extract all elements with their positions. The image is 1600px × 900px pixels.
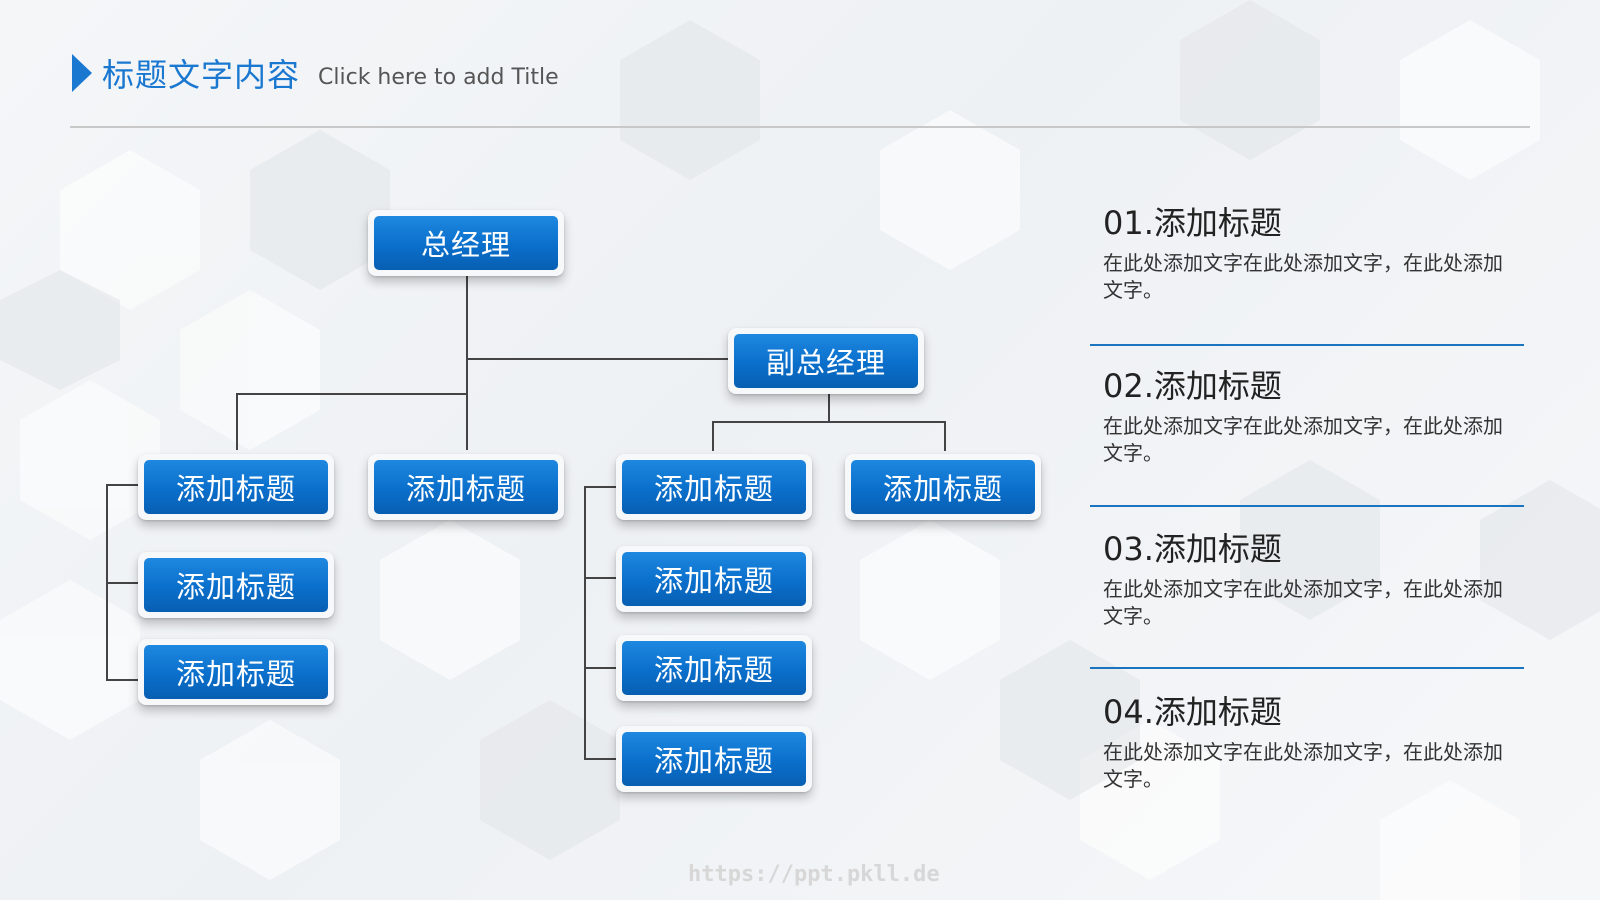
node-branch-c-child[interactable]: 添加标题 — [616, 726, 812, 792]
info-item-title[interactable]: 01.添加标题 — [1103, 204, 1282, 242]
info-separator — [1090, 344, 1524, 346]
connector-line — [466, 274, 468, 450]
node-branch-d[interactable]: 添加标题 — [845, 454, 1041, 520]
node-branch-c-head[interactable]: 添加标题 — [616, 454, 812, 520]
info-item-title[interactable]: 04.添加标题 — [1103, 693, 1282, 731]
connector-line — [584, 486, 586, 760]
node-branch-a-head[interactable]: 添加标题 — [138, 454, 334, 520]
connector-line — [236, 393, 238, 450]
info-separator — [1090, 667, 1524, 669]
info-item: 01.添加标题 在此处添加文字在此处添加文字，在此处添加文字。 — [1090, 198, 1524, 304]
header-divider — [70, 126, 1530, 128]
connector-line — [236, 393, 468, 395]
node-label: 添加标题 — [622, 732, 806, 786]
connector-line — [106, 582, 142, 584]
connector-line — [584, 758, 618, 760]
node-label: 添加标题 — [374, 460, 558, 514]
connector-line — [106, 679, 142, 681]
node-label: 添加标题 — [144, 558, 328, 612]
node-branch-c-child[interactable]: 添加标题 — [616, 546, 812, 612]
info-item-desc[interactable]: 在此处添加文字在此处添加文字，在此处添加文字。 — [1103, 251, 1503, 302]
connector-line — [712, 421, 946, 423]
node-label: 总经理 — [374, 216, 558, 270]
node-general-manager[interactable]: 总经理 — [368, 210, 564, 276]
node-label: 添加标题 — [622, 641, 806, 695]
node-label: 添加标题 — [144, 460, 328, 514]
info-item-desc[interactable]: 在此处添加文字在此处添加文字，在此处添加文字。 — [1103, 740, 1503, 791]
connector-line — [712, 421, 714, 451]
node-label: 添加标题 — [622, 552, 806, 606]
info-separator — [1090, 505, 1524, 507]
node-label: 添加标题 — [851, 460, 1035, 514]
node-branch-a-child[interactable]: 添加标题 — [138, 639, 334, 705]
node-deputy-manager[interactable]: 副总经理 — [728, 328, 924, 394]
connector-line — [584, 667, 618, 669]
connector-line — [944, 421, 946, 451]
node-branch-a-child[interactable]: 添加标题 — [138, 552, 334, 618]
info-item-title[interactable]: 03.添加标题 — [1103, 530, 1282, 568]
slide-subtitle[interactable]: Click here to add Title — [318, 64, 559, 90]
info-item-desc[interactable]: 在此处添加文字在此处添加文字，在此处添加文字。 — [1103, 577, 1503, 628]
connector-line — [106, 484, 142, 486]
slide-title[interactable]: 标题文字内容 — [102, 56, 301, 94]
node-label: 添加标题 — [622, 460, 806, 514]
info-item: 03.添加标题 在此处添加文字在此处添加文字，在此处添加文字。 — [1090, 524, 1524, 630]
title-marker-icon — [72, 54, 92, 92]
slide-header: 标题文字内容 Click here to add Title — [72, 48, 559, 98]
connector-line — [466, 358, 734, 360]
node-label: 添加标题 — [144, 645, 328, 699]
node-label: 副总经理 — [734, 334, 918, 388]
connector-line — [584, 577, 618, 579]
watermark: https://ppt.pkll.de — [688, 862, 940, 887]
info-item-desc[interactable]: 在此处添加文字在此处添加文字，在此处添加文字。 — [1103, 414, 1503, 465]
info-item: 02.添加标题 在此处添加文字在此处添加文字，在此处添加文字。 — [1090, 361, 1524, 467]
node-branch-c-child[interactable]: 添加标题 — [616, 635, 812, 701]
connector-line — [584, 486, 618, 488]
info-item-title[interactable]: 02.添加标题 — [1103, 367, 1282, 405]
connector-line — [828, 388, 830, 423]
org-chart: 总经理 副总经理 添加标题 添加标题 添加标题 添加标题 添加标题 添加标题 添… — [106, 210, 1041, 792]
node-branch-b[interactable]: 添加标题 — [368, 454, 564, 520]
info-item: 04.添加标题 在此处添加文字在此处添加文字，在此处添加文字。 — [1090, 687, 1524, 793]
